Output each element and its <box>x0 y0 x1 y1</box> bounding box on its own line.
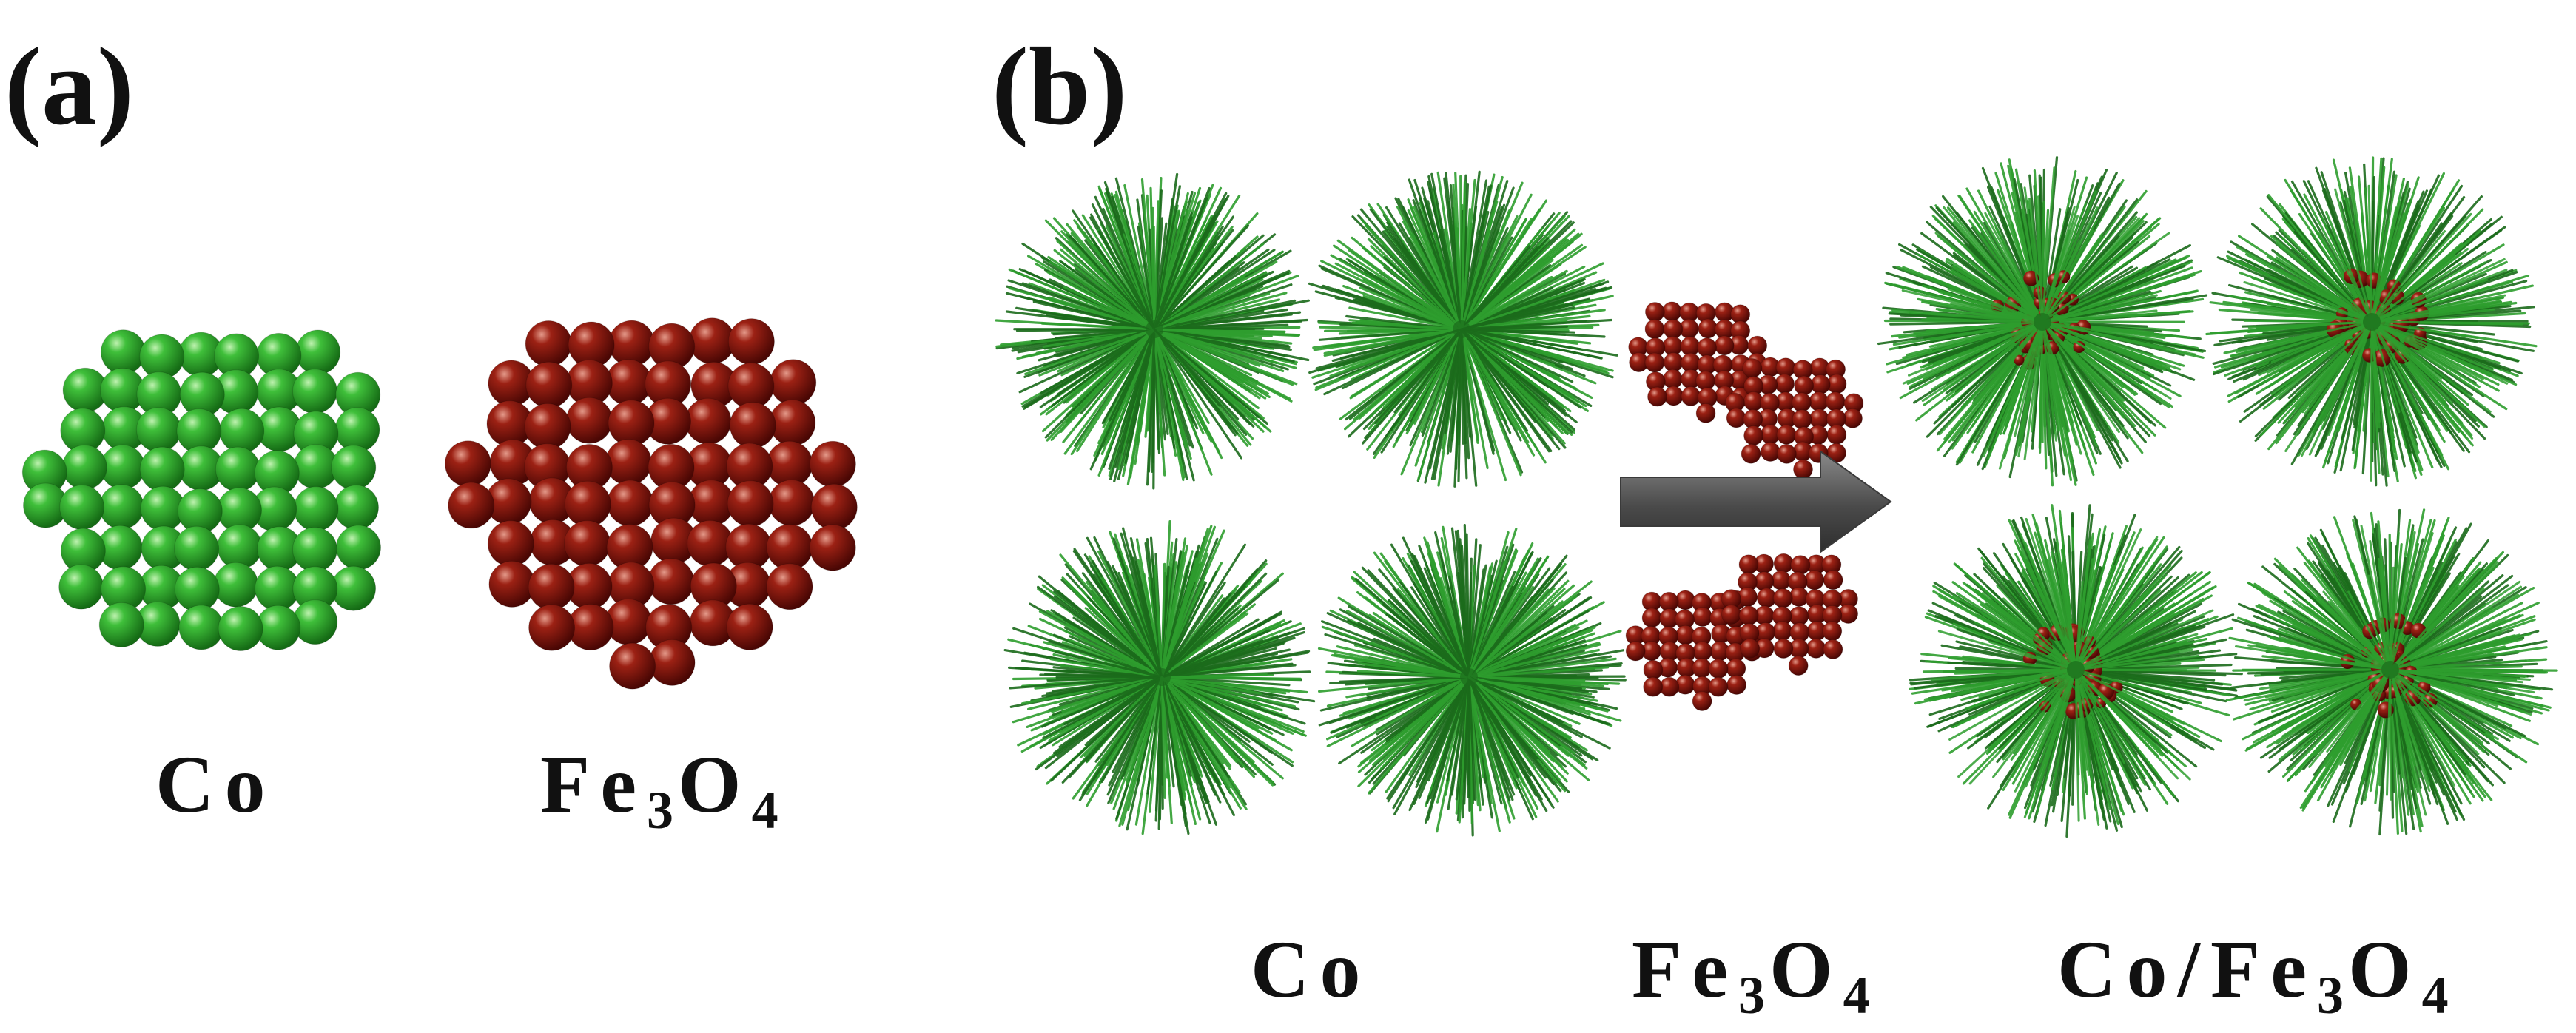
fe3o4-small-cluster <box>1625 301 1864 711</box>
co-urchin-cluster <box>995 170 1627 837</box>
co-fe3o4-composite <box>1877 156 2558 838</box>
caption-b-co: Co <box>1251 924 1371 1015</box>
process-arrow <box>1620 450 1892 553</box>
panel-label-b: (b) <box>992 25 1128 148</box>
fe3o4-nanoparticle-sphere <box>444 317 858 690</box>
caption-a-fe3o4: Fe3O4 <box>540 739 783 840</box>
panel-label-a: (a) <box>4 25 134 148</box>
caption-b-fe3o4: Fe3O4 <box>1632 924 1874 1025</box>
caption-a-co: Co <box>155 739 276 830</box>
co-nanoparticle-sphere <box>21 329 381 651</box>
caption-b-composite: Co/Fe3O4 <box>2057 924 2453 1025</box>
